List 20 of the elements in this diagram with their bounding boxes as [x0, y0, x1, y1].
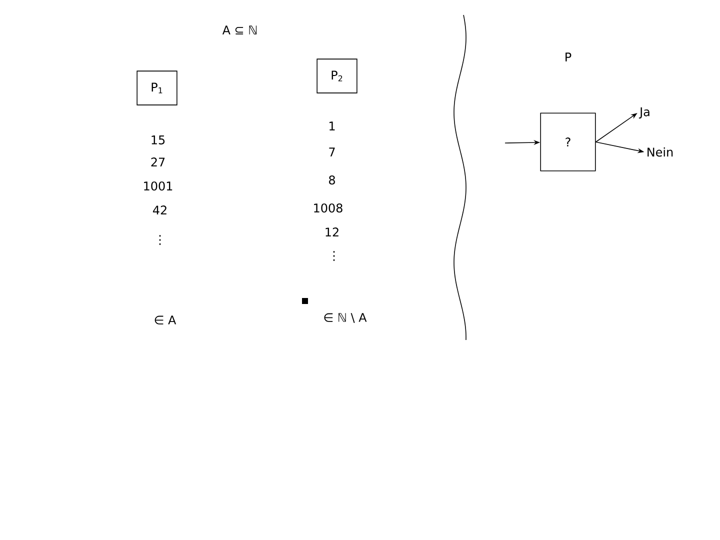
value-label: 1001: [144, 181, 172, 191]
answer-text: Nein: [648, 147, 673, 157]
value-label: ∈ ℕ \ A: [324, 313, 367, 323]
answer-text: Ja: [638, 107, 650, 119]
value-label: ∈ A: [154, 316, 176, 324]
node-label: P: [566, 52, 572, 62]
value-label: 7: [329, 148, 335, 156]
value-label: ⋮: [333, 251, 335, 261]
process-box: P$_{2}$: [316, 58, 358, 94]
value-label: ⋮: [159, 235, 161, 245]
value-label: 42: [152, 206, 166, 214]
value-label: 15: [152, 136, 165, 144]
value-label: 1008: [314, 203, 342, 213]
value-label: 1: [330, 122, 335, 130]
process-box: ? P: [540, 52, 596, 172]
value-label: 27: [151, 158, 165, 166]
title: A ⊆ ℕ: [222, 26, 257, 34]
process-box: P$_{1}$: [136, 70, 178, 106]
value-label: 12: [326, 228, 338, 236]
value-label: 8: [329, 175, 335, 185]
